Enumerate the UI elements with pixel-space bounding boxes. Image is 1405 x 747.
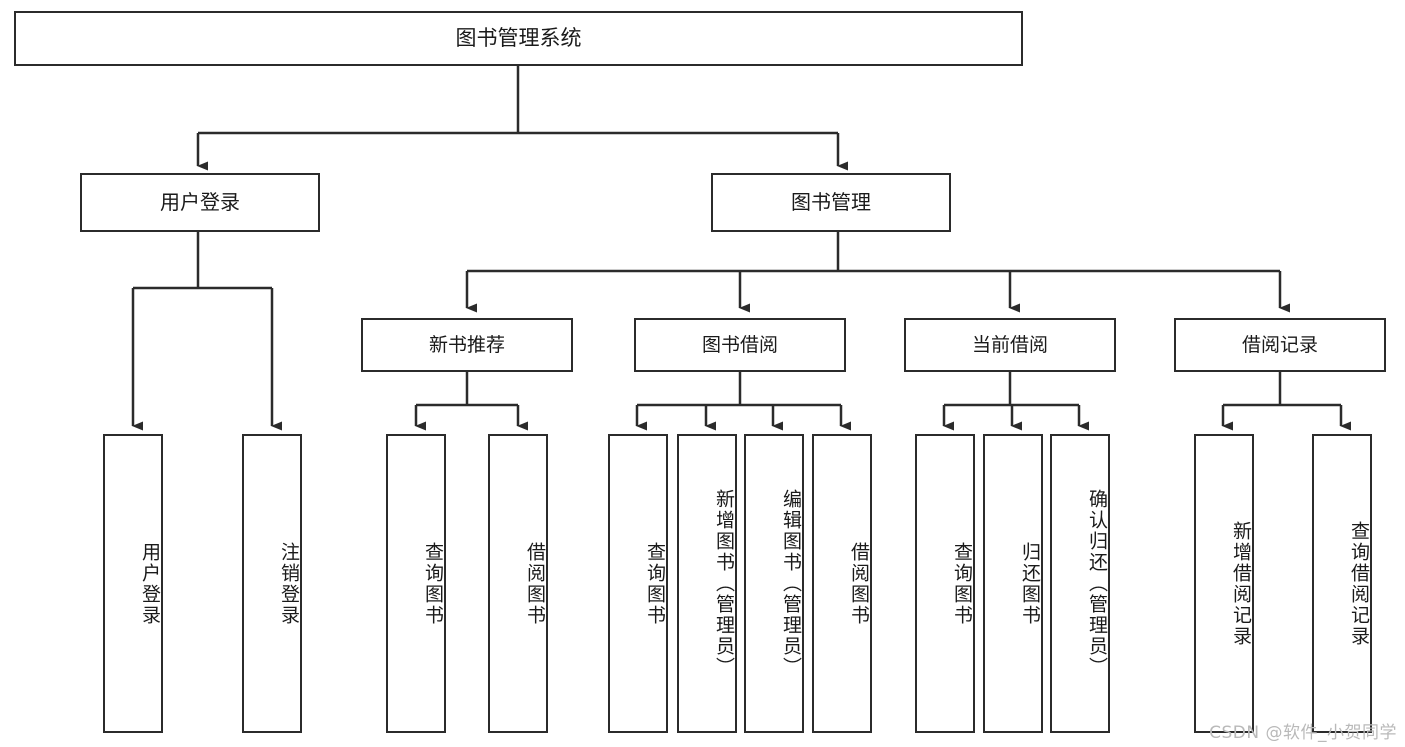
node-label: 借阅图书 <box>848 541 870 626</box>
node-root-book-management-system[interactable]: 图书管理系统 <box>14 11 1023 66</box>
node-label: 新书推荐 <box>428 333 505 356</box>
node-label: 当前借阅 <box>971 333 1048 356</box>
node-label: 图书管理 <box>791 189 871 214</box>
node-label: 新增图书（管理员） <box>713 489 735 678</box>
leaf-borrow-edit-book-admin[interactable]: 编辑图书（管理员） <box>744 434 804 733</box>
leaf-current-query-book[interactable]: 查询图书 <box>915 434 975 733</box>
node-label: 编辑图书（管理员） <box>780 489 802 678</box>
leaf-borrow-borrow-book[interactable]: 借阅图书 <box>812 434 872 733</box>
node-current-borrowing[interactable]: 当前借阅 <box>904 318 1116 372</box>
node-label: 查询图书 <box>422 541 444 626</box>
node-new-book-recommendation[interactable]: 新书推荐 <box>361 318 573 372</box>
node-label: 借阅图书 <box>524 541 546 626</box>
node-borrowing-records[interactable]: 借阅记录 <box>1174 318 1386 372</box>
node-label: 新增借阅记录 <box>1230 520 1252 647</box>
node-book-borrowing[interactable]: 图书借阅 <box>634 318 846 372</box>
node-label: 确认归还（管理员） <box>1086 489 1108 678</box>
leaf-user-login-signin[interactable]: 用户登录 <box>103 434 163 733</box>
node-label: 归还图书 <box>1019 541 1041 626</box>
node-label: 查询图书 <box>951 541 973 626</box>
node-label: 查询借阅记录 <box>1348 520 1370 647</box>
leaf-current-confirm-return-admin[interactable]: 确认归还（管理员） <box>1050 434 1110 733</box>
node-label: 注销登录 <box>278 541 300 626</box>
node-label: 用户登录 <box>160 189 240 214</box>
csdn-watermark: CSDN @软件_小贺同学 <box>1209 723 1397 743</box>
node-label: 用户登录 <box>139 541 161 626</box>
node-label: 查询图书 <box>644 541 666 626</box>
leaf-current-return-book[interactable]: 归还图书 <box>983 434 1043 733</box>
node-label: 图书借阅 <box>701 333 778 356</box>
leaf-new-book-borrow[interactable]: 借阅图书 <box>488 434 548 733</box>
leaf-user-login-signout[interactable]: 注销登录 <box>242 434 302 733</box>
node-label: 图书管理系统 <box>455 26 582 51</box>
leaf-borrow-query-book[interactable]: 查询图书 <box>608 434 668 733</box>
node-user-login[interactable]: 用户登录 <box>80 173 320 232</box>
leaf-record-query-record[interactable]: 查询借阅记录 <box>1312 434 1372 733</box>
node-label: 借阅记录 <box>1241 333 1318 356</box>
leaf-record-add-record[interactable]: 新增借阅记录 <box>1194 434 1254 733</box>
node-book-management[interactable]: 图书管理 <box>711 173 951 232</box>
leaf-borrow-add-book-admin[interactable]: 新增图书（管理员） <box>677 434 737 733</box>
leaf-new-book-query[interactable]: 查询图书 <box>386 434 446 733</box>
